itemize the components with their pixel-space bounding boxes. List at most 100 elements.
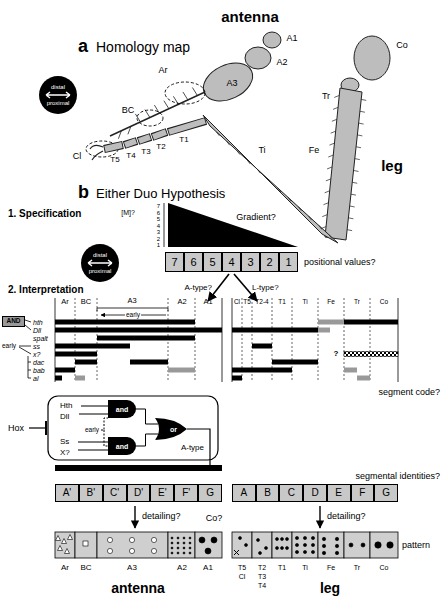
leg-hairs [351,194,356,195]
node-text: 7 [171,257,177,268]
pattern-element [295,543,298,546]
pattern-element [211,537,217,543]
expression-bar [97,336,195,341]
arista-branches [192,88,197,96]
node-text: E [335,488,342,498]
leg-hairs [288,197,291,201]
logic-frame [45,421,47,435]
label: leg [381,158,403,173]
expression-bar [357,376,370,381]
antenna-drawing [263,32,281,48]
logic-frame [29,396,218,465]
pattern-element [83,541,88,546]
node-text: AND [6,318,20,325]
label: Cl [73,152,82,161]
label: Co? [206,514,223,523]
label: al [33,375,38,382]
leg-hairs [319,225,322,229]
arista-branches [128,126,131,134]
leg-hairs [361,99,366,100]
segment-identity-box: B' [79,484,103,502]
pattern-element [375,542,381,548]
label: 4 [157,223,160,229]
leg-hairs [348,218,353,219]
arista-branches [183,92,188,100]
label: 1 [157,242,160,248]
leg-drawing [325,88,362,240]
leg-hairs [326,179,331,181]
pattern-element [257,539,260,542]
gene-tree [28,356,31,378]
label: T3 [258,573,266,580]
label: 6 [157,210,160,216]
pattern-element [335,544,338,547]
label: Dll [33,327,41,334]
pattern-element [286,547,289,550]
leg-hairs [357,135,362,136]
logic-frame [79,414,108,415]
pattern-element [311,536,314,539]
label: A3 [127,297,136,305]
tarsus [124,141,137,145]
label: Either Duo Hypothesis [96,187,225,200]
node-text: and [116,406,128,413]
node-text: 3 [247,257,253,268]
label: Ar [61,564,69,572]
label: detailing? [142,512,181,521]
node-text: C [288,488,295,498]
node-text: F [359,488,365,498]
pattern-element [205,548,211,554]
leg-hairs [278,188,281,192]
label: T1 [179,136,188,144]
leg-hairs [328,155,333,157]
label: Ti [302,299,307,306]
label: 7 [157,203,160,209]
tarsus [139,137,150,141]
leg-hairs [237,151,240,155]
table-frame [55,298,398,382]
expression-bar [55,368,75,373]
label: Co [396,41,408,50]
label: early [125,312,141,319]
label: T5 [110,156,119,164]
pattern-strip [75,532,97,558]
and-box: AND [2,316,25,327]
direction-circle: distal proximal [39,76,77,114]
expression-bar [318,328,330,333]
label: Fe [327,299,335,306]
node-text: distal [39,84,77,90]
node-text: A' [63,488,72,498]
label: 1. Specification [8,209,81,219]
pattern-element [303,550,306,553]
node-text: G [206,488,214,498]
segment-identity-box: G [198,484,222,502]
label: T5 [243,299,251,306]
label: Tr [322,92,330,101]
pattern-strip [272,532,292,558]
pattern-element [303,543,306,546]
pattern-strip [344,532,370,558]
node-text: or [170,426,177,433]
logic-frame [48,396,218,460]
pattern-element [189,547,191,549]
node-text: proximal [39,100,77,106]
pattern-element [349,543,353,547]
node-text: distal [81,252,119,258]
node-text: 5 [209,257,215,268]
leg-hairs [347,230,352,231]
detail-arrow [319,506,320,528]
label: A-type? [184,284,212,292]
leg-hairs [332,119,337,121]
pattern-element [107,537,112,542]
tarsus [169,121,205,132]
node-text: 2 [266,257,272,268]
tarsus [138,137,151,141]
pattern-strip [370,532,398,558]
label: positional values? [304,258,376,267]
label: A3 [226,79,237,88]
leg-hairs [329,235,332,239]
pattern-strip [55,532,75,558]
node-text: D' [134,488,143,498]
pattern-element [183,542,185,544]
label: 3 [157,229,160,235]
